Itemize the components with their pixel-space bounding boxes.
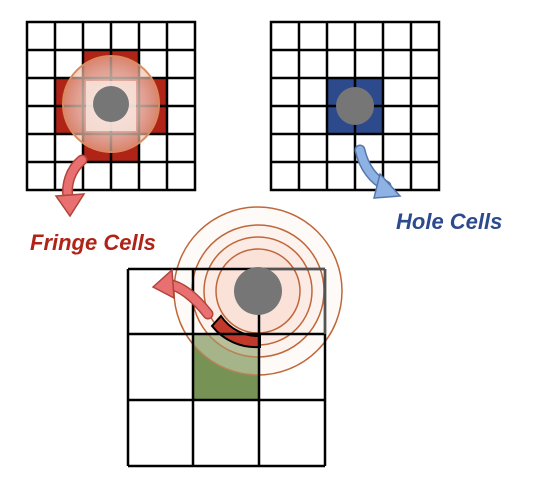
donor-point [336, 87, 374, 125]
fringe-cells-label: Fringe Cells [30, 230, 156, 255]
hole-cells-label: Hole Cells [396, 209, 502, 234]
zoomed-grid-panel [126, 206, 343, 468]
fringe-grid-panel [25, 20, 197, 218]
donor-point [234, 267, 282, 315]
curved-arrow-icon [354, 144, 402, 199]
donor-point [93, 86, 129, 122]
curved-arrow-icon [151, 268, 214, 320]
hole-grid-panel [269, 20, 441, 199]
curved-arrow-icon [54, 154, 88, 218]
